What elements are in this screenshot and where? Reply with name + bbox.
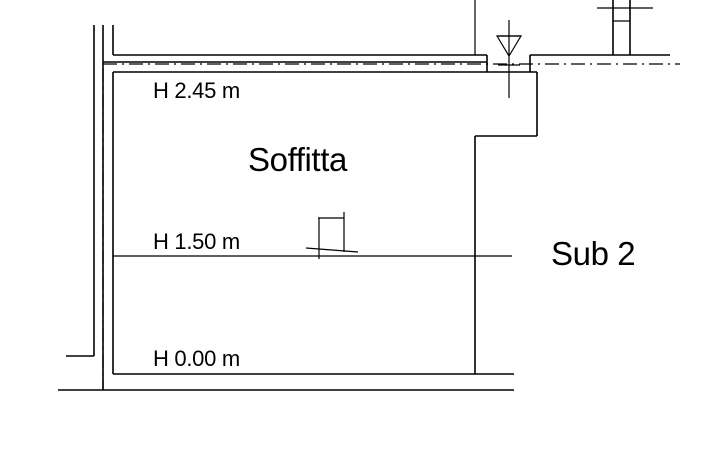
chimney-flue-icon — [597, 0, 653, 55]
level-label-middle: H 1.50 m — [153, 229, 240, 254]
level-label-bottom: H 0.00 m — [153, 346, 240, 371]
room-outline — [112, 72, 538, 374]
adjacent-unit-label: Sub 2 — [551, 235, 636, 272]
window-symbol-icon — [305, 212, 359, 259]
left-wall — [66, 25, 104, 390]
ceiling-slab — [103, 54, 680, 73]
upper-wall-stub — [112, 25, 487, 56]
room-label: Soffitta — [248, 141, 347, 178]
drain-arrow-icon — [474, 0, 523, 98]
level-label-top: H 2.45 m — [153, 78, 240, 103]
floor-slab — [58, 373, 514, 391]
